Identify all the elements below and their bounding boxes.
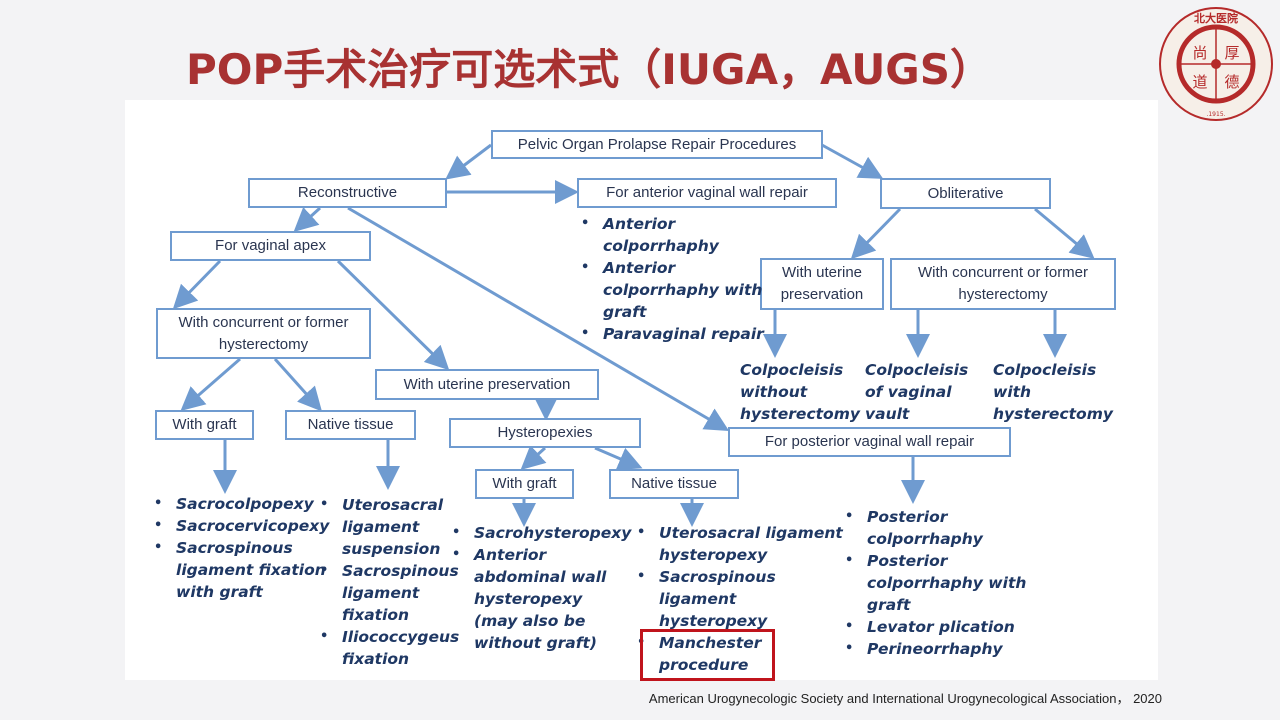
arrow: [445, 143, 492, 180]
box-uterine-preservation-left: With uterine preservation: [375, 369, 599, 400]
list-item: Iliococcygeus fixation: [320, 626, 462, 670]
arrow: [850, 207, 902, 260]
outcome-colpocleisis-vault: Colpocleisis of vaginal vault: [865, 361, 969, 423]
svg-text:德: 德: [1224, 73, 1239, 91]
list-item: Uterosacral ligament hysteropexy: [637, 522, 844, 566]
citation: American Urogynecologic Society and Inte…: [648, 691, 1162, 706]
hospital-seal-logo: 北大医院 尚 厚 道 德 .1915.: [1159, 7, 1273, 121]
svg-text:道: 道: [1192, 73, 1207, 91]
box-hysteropexies: Hysteropexies: [449, 418, 641, 448]
arrow: [594, 446, 643, 470]
box-native-tissue-left: Native tissue: [285, 410, 416, 440]
arrow: [520, 445, 547, 471]
arrow: [336, 259, 450, 371]
svg-text:厚: 厚: [1224, 44, 1239, 62]
list-item: Sacrospinous ligament hysteropexy: [637, 566, 776, 632]
manchester-highlight-box: [640, 629, 775, 681]
arrow: [180, 357, 241, 411]
list-posterior: Posterior colporrhaphy Posterior colporr…: [845, 506, 1027, 660]
arrow: [172, 259, 222, 310]
arrow: [273, 357, 323, 412]
box-anterior: For anterior vaginal wall repair: [577, 178, 837, 208]
list-item: Sacrospinous ligament fixation with graf…: [154, 537, 326, 603]
list-item: Anterior abdominal wall hysteropexy (may…: [452, 544, 624, 654]
list-item: Posterior colporrhaphy: [845, 506, 1027, 550]
arrow: [821, 143, 884, 179]
arrow: [1034, 207, 1095, 259]
box-hysterectomy-left: With concurrent or former hysterectomy: [156, 308, 371, 359]
list-item: Perineorrhaphy: [845, 638, 1027, 660]
arrow: [293, 206, 322, 233]
list-graft-mid: Sacrohysteropexy Anterior abdominal wall…: [452, 522, 631, 654]
list-item: Levator plication: [845, 616, 1027, 638]
list-item: Posterior colporrhaphy with graft: [845, 550, 1027, 616]
list-native-left: Uterosacral ligament suspension Sacrospi…: [320, 494, 462, 670]
list-anterior: Anterior colporrhaphy Anterior colporrha…: [581, 213, 764, 345]
box-posterior: For posterior vaginal wall repair: [728, 427, 1011, 457]
list-native-mid: Uterosacral ligament hysteropexy Sacrosp…: [637, 522, 844, 676]
box-with-graft-mid: With graft: [475, 469, 574, 499]
box-obliterative: Obliterative: [880, 178, 1051, 209]
list-item: Sacrospinous ligament fixation: [320, 560, 462, 626]
slide-title: POP手术治疗可选术式（IUGA，AUGS）: [186, 45, 993, 94]
svg-text:尚: 尚: [1192, 44, 1207, 62]
box-uterine-preservation-right: With uterine preservation: [760, 258, 884, 310]
list-item: Anterior colporrhaphy: [581, 213, 763, 257]
arrow: [347, 206, 730, 432]
box-vaginal-apex: For vaginal apex: [170, 231, 371, 261]
box-hysterectomy-right: With concurrent or former hysterectomy: [890, 258, 1116, 310]
list-item: Paravaginal repair: [581, 323, 764, 345]
list-item: Anterior colporrhaphy with graft: [581, 257, 763, 323]
list-item: Sacrohysteropexy: [452, 522, 631, 544]
box-native-tissue-mid: Native tissue: [609, 469, 739, 499]
svg-text:.1915.: .1915.: [1206, 111, 1225, 118]
outcome-colpocleisis-without: Colpocleisis without hysterectomy: [740, 361, 860, 423]
list-graft-left: Sacrocolpopexy Sacrocervicopexy Sacrospi…: [154, 493, 329, 603]
svg-text:北大医院: 北大医院: [1194, 11, 1238, 25]
box-root: Pelvic Organ Prolapse Repair Procedures: [491, 130, 823, 159]
outcome-colpocleisis-with: Colpocleisis with hysterectomy: [993, 361, 1113, 423]
list-item: Uterosacral ligament suspension: [320, 494, 462, 560]
box-reconstructive: Reconstructive: [248, 178, 447, 208]
list-item: Sacrocolpopexy: [154, 493, 326, 515]
list-item: Sacrocervicopexy: [154, 515, 329, 537]
box-with-graft-left: With graft: [155, 410, 254, 440]
